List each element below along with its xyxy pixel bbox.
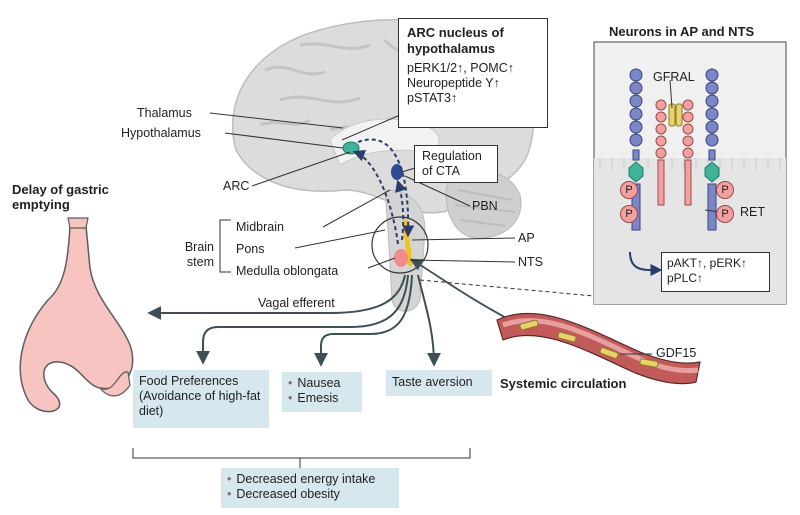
gfral-label: GFRAL: [653, 70, 695, 84]
medulla-label: Medulla oblongata: [236, 264, 339, 278]
arc-label: ARC: [223, 179, 250, 193]
phospho-label: P: [721, 208, 729, 220]
phospho-badge: P: [716, 205, 734, 223]
brain-stem-label: Brain stem: [184, 240, 214, 269]
readout-line: pAKT↑, pERK↑: [667, 256, 748, 270]
pons-label: Pons: [236, 242, 265, 256]
outcome-item: Decreased obesity: [227, 487, 393, 502]
nausea-box: Nausea Emesis: [282, 372, 362, 412]
nausea-item: Nausea: [288, 376, 356, 391]
arc-box-title: ARC nucleus of hypothalamus: [407, 25, 504, 56]
outcome-item: Decreased energy intake: [227, 472, 393, 487]
food-preferences-box: Food Preferences (Avoidance of high-fat …: [133, 370, 269, 428]
arc-info-box: ARC nucleus of hypothalamus pERK1/2↑, PO…: [398, 18, 548, 128]
phospho-label: P: [625, 208, 633, 220]
arc-box-line: pSTAT3↑: [407, 91, 458, 105]
food-preferences-text: Food Preferences (Avoidance of high-fat …: [139, 374, 261, 418]
phospho-label: P: [721, 184, 729, 196]
emesis-item: Emesis: [288, 391, 356, 406]
taste-aversion-text: Taste aversion: [392, 375, 473, 389]
arc-box-line: Neuropeptide Y↑: [407, 76, 500, 90]
stomach-illustration: [19, 217, 134, 413]
outcome-box: Decreased energy intake Decreased obesit…: [221, 468, 399, 508]
cta-box: Regulation of CTA: [414, 145, 498, 183]
gdf15-label: GDF15: [656, 346, 697, 360]
ret-label: RET: [740, 205, 765, 219]
phospho-label: P: [625, 184, 633, 196]
neuron-panel-title: Neurons in AP and NTS: [609, 24, 755, 39]
vagal-efferent-label: Vagal efferent: [258, 296, 335, 310]
ap-label: AP: [518, 231, 535, 245]
signaling-readout-box: pAKT↑, pERK↑ pPLC↑: [661, 252, 770, 292]
readout-line: pPLC↑: [667, 271, 704, 285]
systemic-circulation-label: Systemic circulation: [500, 376, 627, 391]
delay-gastric-title: Delay of gastric emptying: [12, 182, 109, 212]
blood-vessel: [496, 312, 701, 385]
pbn-label: PBN: [472, 199, 498, 213]
arc-box-line: pERK1/2↑, POMC↑: [407, 61, 514, 75]
phospho-badge: P: [716, 181, 734, 199]
phospho-badge: P: [620, 181, 638, 199]
efferent-arrows: [147, 274, 441, 367]
nts-label: NTS: [518, 255, 543, 269]
taste-aversion-box: Taste aversion: [386, 370, 492, 396]
arc-nucleus-marker: [342, 141, 360, 155]
phospho-badge: P: [620, 205, 638, 223]
bracket: [132, 448, 471, 468]
midbrain-label: Midbrain: [236, 220, 284, 234]
thalamus-label: Thalamus: [137, 106, 192, 120]
cta-text: Regulation of CTA: [422, 149, 482, 178]
hypothalamus-label: Hypothalamus: [121, 126, 201, 140]
